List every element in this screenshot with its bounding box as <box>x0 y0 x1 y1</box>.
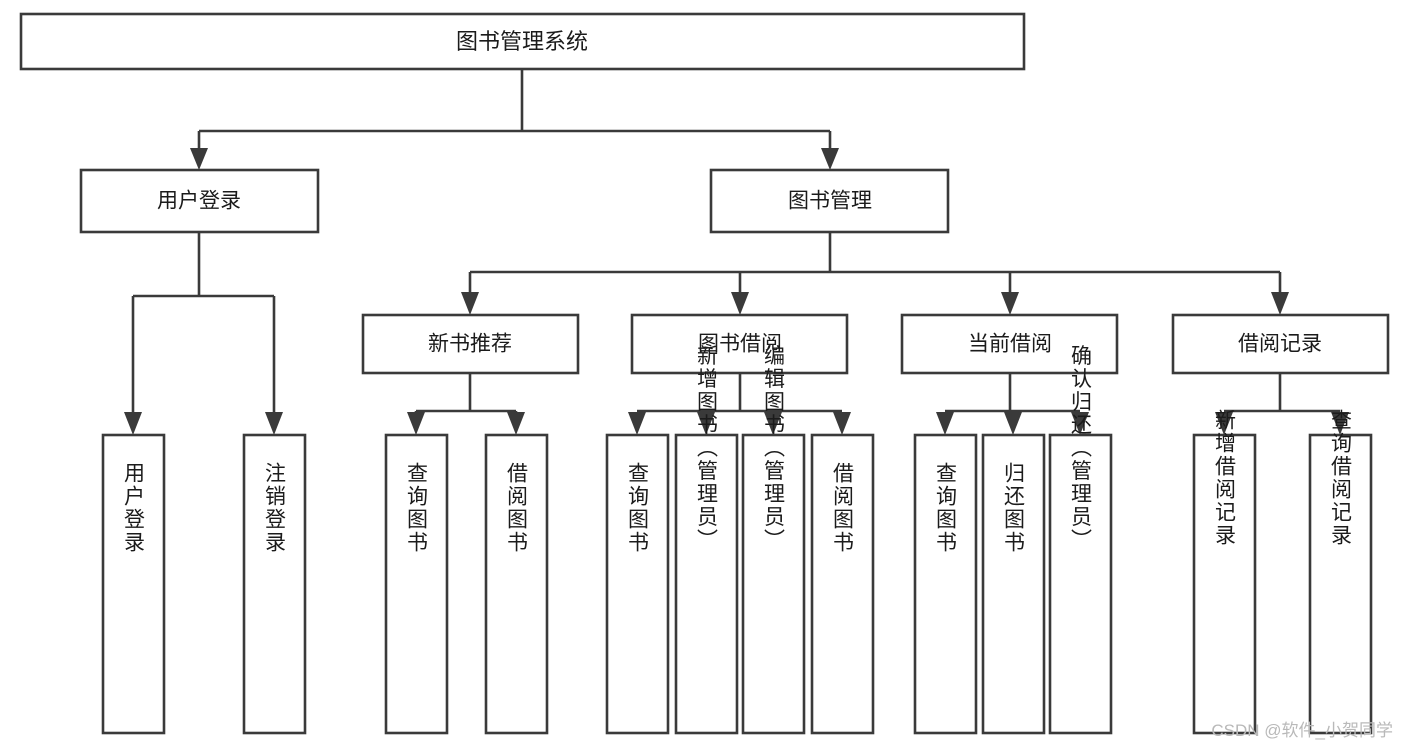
leaf-user-login-label: 用户登录 <box>122 462 146 554</box>
leaf-cb-return-book-box[interactable] <box>981 433 1046 735</box>
arrow-head-leaf-query-book-bb <box>628 412 646 435</box>
arrow-head-leaf-query-book-cb <box>936 412 954 435</box>
leaf-bb-borrow-book-label: 借阅图书 <box>831 462 855 554</box>
leaf-bb-query-book-box[interactable] <box>605 433 670 735</box>
connector-group-current-borrow-to-leaves <box>936 373 1089 435</box>
node-current-borrow-box[interactable] <box>900 313 1119 375</box>
leaf-bb-edit-book-label: 编辑图书（管理员） <box>762 345 786 552</box>
node-current-borrow[interactable]: 当前借阅 <box>900 313 1119 375</box>
node-book-borrow-label: 图书借阅 <box>698 333 782 356</box>
node-book-management[interactable]: 图书管理 <box>709 168 950 234</box>
leaf-nb-borrow-book-box[interactable] <box>484 433 549 735</box>
node-new-book-recommend-label: 新书推荐 <box>428 333 512 356</box>
leaf-node-nb-query-book[interactable]: 查询图书 <box>384 433 449 735</box>
arrow-head-leaf-borrow-book-nb <box>507 412 525 435</box>
node-borrow-record-box[interactable] <box>1171 313 1390 375</box>
connector-group-new-book-to-leaves <box>407 373 525 435</box>
arrow-head-user-login <box>190 148 208 170</box>
leaf-nb-borrow-book-label: 借阅图书 <box>505 462 529 554</box>
arrow-head-borrow-record <box>1271 292 1289 315</box>
node-book-borrow[interactable]: 图书借阅 <box>630 313 849 375</box>
leaf-node-nb-borrow-book[interactable]: 借阅图书 <box>484 433 549 735</box>
arrow-head-book-borrow <box>731 292 749 315</box>
leaf-node-logout[interactable]: 注销登录 <box>242 433 307 735</box>
node-user-login[interactable]: 用户登录 <box>79 168 320 234</box>
leaf-node-bb-query-book[interactable]: 查询图书 <box>605 433 670 735</box>
leaf-node-bb-edit-book[interactable]: 编辑图书（管理员） <box>741 345 806 735</box>
arrow-head-leaf-logout <box>265 412 283 435</box>
connector-group-user-login-to-leaves <box>124 232 283 435</box>
arrow-head-new-book <box>461 292 479 315</box>
arrow-head-leaf-user-login <box>124 412 142 435</box>
node-new-book-recommend-box[interactable] <box>361 313 580 375</box>
leaf-logout-box[interactable] <box>242 433 307 735</box>
arrow-head-leaf-query-record <box>1331 412 1349 435</box>
arrow-head-leaf-confirm-return <box>1071 412 1089 435</box>
arrow-head-leaf-edit-book <box>764 412 782 435</box>
node-book-borrow-box[interactable] <box>630 313 849 375</box>
connector-group-borrow-record-to-leaves <box>1215 373 1349 435</box>
arrow-head-leaf-add-book <box>697 412 715 435</box>
node-root-label: 图书管理系统 <box>456 29 588 54</box>
leaf-cb-confirm-return-box[interactable] <box>1048 433 1113 735</box>
leaf-cb-query-book-box[interactable] <box>913 433 978 735</box>
leaf-bb-add-book-label: 新增图书（管理员） <box>695 345 719 552</box>
leaf-br-query-record-box[interactable] <box>1308 433 1373 735</box>
node-new-book-recommend[interactable]: 新书推荐 <box>361 313 580 375</box>
leaf-node-user-login[interactable]: 用户登录 <box>101 433 166 735</box>
connector-group-book-manage-to-level3 <box>461 232 1289 315</box>
connector-group-root-to-level2 <box>190 69 839 170</box>
leaf-node-bb-add-book[interactable]: 新增图书（管理员） <box>674 345 739 735</box>
leaf-bb-edit-book-box[interactable] <box>741 433 806 735</box>
leaf-node-cb-confirm-return[interactable]: 确认归还（管理员） <box>1048 345 1113 735</box>
leaf-node-bb-borrow-book[interactable]: 借阅图书 <box>810 433 875 735</box>
leaf-bb-borrow-book-box[interactable] <box>810 433 875 735</box>
leaf-br-add-record-box[interactable] <box>1192 433 1257 735</box>
leaf-br-query-record-label: 查询借阅记录 <box>1329 409 1353 547</box>
leaf-cb-confirm-return-label: 确认归还（管理员） <box>1069 345 1093 552</box>
node-user-login-label: 用户登录 <box>157 190 241 213</box>
arrow-head-book-manage <box>821 148 839 170</box>
node-user-login-box[interactable] <box>79 168 320 234</box>
leaf-bb-add-book-box[interactable] <box>674 433 739 735</box>
node-borrow-record[interactable]: 借阅记录 <box>1171 313 1390 375</box>
connector-group-book-borrow-to-leaves <box>628 373 851 435</box>
leaf-br-add-record-label: 新增借阅记录 <box>1213 409 1237 547</box>
leaf-cb-return-book-label: 归还图书 <box>1002 462 1026 554</box>
leaf-node-cb-return-book[interactable]: 归还图书 <box>981 433 1046 735</box>
leaf-logout-label: 注销登录 <box>263 462 287 554</box>
node-current-borrow-label: 当前借阅 <box>968 333 1052 356</box>
arrow-head-leaf-query-book-nb <box>407 412 425 435</box>
leaf-bb-query-book-label: 查询图书 <box>626 462 650 554</box>
arrow-head-leaf-add-record <box>1215 412 1233 435</box>
leaf-user-login-box[interactable] <box>101 433 166 735</box>
leaf-node-br-add-record[interactable]: 新增借阅记录 <box>1192 409 1257 735</box>
node-book-management-box[interactable] <box>709 168 950 234</box>
node-root-box[interactable] <box>19 12 1026 71</box>
leaf-node-br-query-record[interactable]: 查询借阅记录 <box>1308 409 1373 735</box>
node-book-management-label: 图书管理 <box>788 190 872 213</box>
arrow-head-leaf-return-book <box>1004 412 1022 435</box>
arrow-head-leaf-borrow-book-bb <box>833 412 851 435</box>
arrow-head-current-borrow <box>1001 292 1019 315</box>
leaf-nb-query-book-label: 查询图书 <box>405 462 429 554</box>
node-root-book-management-system[interactable]: 图书管理系统 <box>19 12 1026 71</box>
leaf-nb-query-book-box[interactable] <box>384 433 449 735</box>
node-borrow-record-label: 借阅记录 <box>1238 333 1322 356</box>
leaf-cb-query-book-label: 查询图书 <box>934 462 958 554</box>
leaf-node-cb-query-book[interactable]: 查询图书 <box>913 433 978 735</box>
